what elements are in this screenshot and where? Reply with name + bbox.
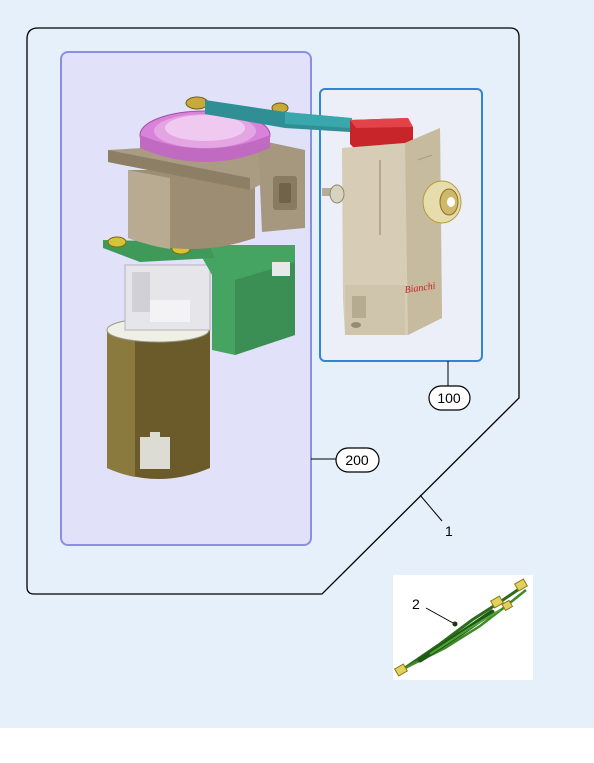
page-bottom-margin <box>0 728 594 763</box>
cable-harness-icon <box>393 578 529 677</box>
brand-mark: Bianchi <box>404 281 437 296</box>
assembly-1-frame <box>26 27 520 595</box>
callout-1-leader <box>419 494 443 522</box>
callout-200-label: 200 <box>345 452 369 468</box>
callout-2-label: 2 <box>412 596 420 612</box>
callout-200-badge <box>335 447 380 473</box>
dispenser-unit-icon: Bianchi <box>322 118 462 335</box>
callout-2-leader <box>425 607 454 624</box>
grinder-motor-assembly-icon <box>103 96 352 479</box>
callout-100-label: 100 <box>437 390 461 406</box>
callout-1-label: 1 <box>445 523 453 539</box>
callout-100-badge <box>428 385 471 411</box>
